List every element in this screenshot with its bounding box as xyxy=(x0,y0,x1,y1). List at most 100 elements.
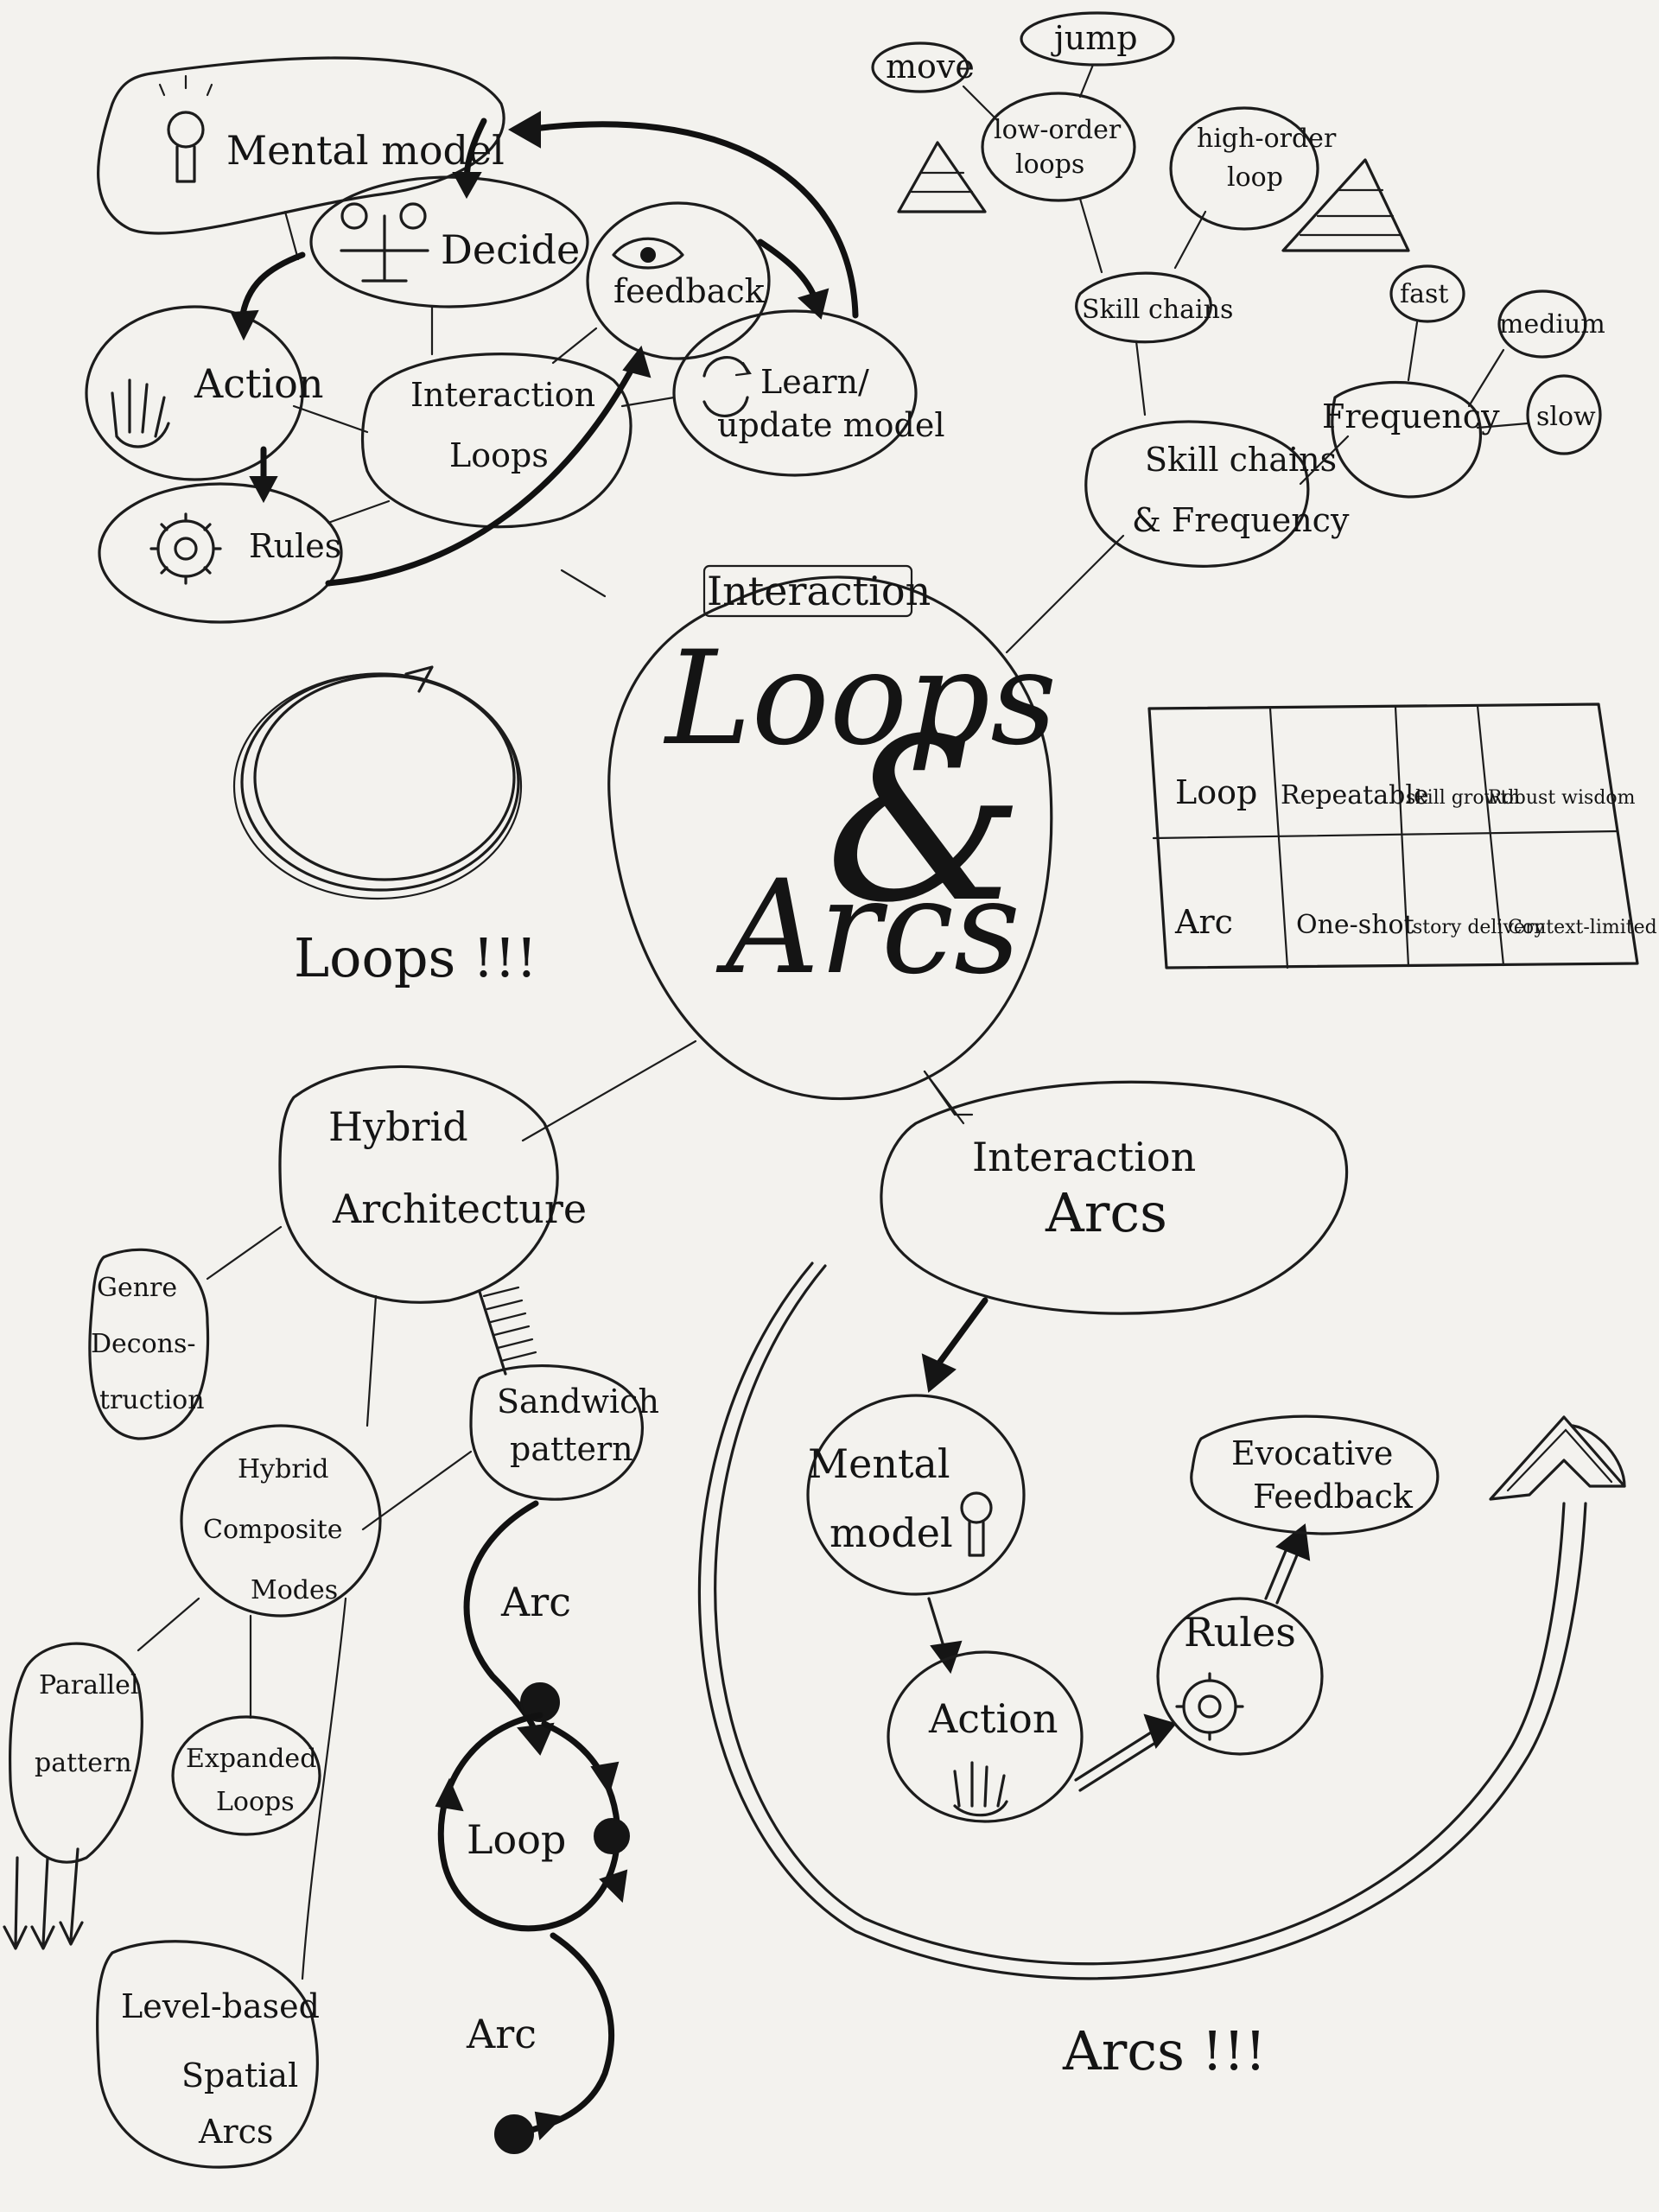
sandwich-label-1: Sandwich xyxy=(497,1382,659,1421)
evocative-label-1: Evocative xyxy=(1231,1434,1393,1472)
gear-icon xyxy=(149,512,222,585)
cell-repeatable: Repeatable xyxy=(1281,780,1429,810)
sandwich-arc-label-1: Arc xyxy=(500,1579,571,1625)
level-based-node xyxy=(96,1940,319,2169)
rules-node xyxy=(98,482,343,624)
evocative-label-2: Feedback xyxy=(1253,1478,1414,1516)
high-order-label-2: loop xyxy=(1227,162,1283,193)
interaction-loops-label-2: Loops xyxy=(449,436,549,474)
evocative-node xyxy=(1190,1414,1440,1535)
learn-label-1: Learn/ xyxy=(760,363,869,401)
parallel-label-2: pattern xyxy=(35,1748,132,1778)
hybrid-arch-label-2: Architecture xyxy=(332,1185,587,1232)
cell-loop: Loop xyxy=(1175,773,1257,811)
refresh-icon xyxy=(702,356,752,417)
pyramid-icon-large xyxy=(1281,158,1410,252)
table-outline xyxy=(1147,702,1639,969)
arc-mental-label-2: model xyxy=(830,1510,953,1556)
arrow-action-to-rules xyxy=(1074,1726,1164,1792)
learn-label-2: update model xyxy=(717,406,945,444)
center-label-interaction: Interaction xyxy=(707,568,931,614)
arcs-exclaim: Arcs !!! xyxy=(1062,2019,1266,2082)
composite-node xyxy=(180,1424,382,1618)
cell-context-limited: Context-limited knowledge xyxy=(1508,917,1659,938)
arc-action-node xyxy=(887,1650,1084,1823)
fast-node xyxy=(1389,264,1465,323)
genre-label-3: truction xyxy=(99,1385,205,1415)
loops-cluster: Mental model Decide feedback Action Inte… xyxy=(85,56,945,624)
comparison-table: Loop Repeatable skill growth Robust wisd… xyxy=(1147,702,1659,969)
arcs-cluster: Interaction Arcs Mental model Action Rul… xyxy=(697,1070,1626,2082)
feedback-node xyxy=(586,201,771,360)
level-label-1: Level-based xyxy=(121,1987,320,2025)
arrow-rules-to-feedback xyxy=(325,359,639,587)
high-order-node xyxy=(1169,106,1319,231)
skill-frequency-label-1: Skill chains xyxy=(1145,441,1337,479)
arc-rules-label: Rules xyxy=(1184,1609,1296,1656)
sandwich-node xyxy=(469,1363,645,1501)
feedback-label: feedback xyxy=(613,272,766,310)
mental-model-label: Mental model xyxy=(226,127,505,174)
sandwich-arc-label-2: Arc xyxy=(466,2011,537,2057)
level-label-3: Arcs xyxy=(198,2113,273,2151)
cell-arc: Arc xyxy=(1174,903,1233,941)
learn-update-node xyxy=(672,309,918,477)
hand-icon-arcs xyxy=(953,1761,1008,1817)
hybrid-architecture-node xyxy=(278,1065,559,1304)
lightbulb-icon-arcs xyxy=(960,1491,993,1557)
move-label: move xyxy=(886,48,975,86)
center-label-arcs: Arcs xyxy=(715,853,1020,1003)
arc-mental-label-1: Mental xyxy=(808,1440,950,1487)
slow-label: slow xyxy=(1536,402,1596,432)
frequency-node xyxy=(1331,380,1483,499)
interaction-loops-label-1: Interaction xyxy=(410,376,595,414)
slow-node xyxy=(1526,374,1602,455)
big-arc-arrow xyxy=(714,1264,1566,1966)
cell-skill-growth: skill growth xyxy=(1406,787,1520,809)
pyramid-icon-small xyxy=(897,141,987,213)
composite-label-1: Hybrid xyxy=(238,1454,328,1484)
move-node xyxy=(871,41,969,93)
sandwich-loop-label: Loop xyxy=(467,1816,566,1863)
fast-label: fast xyxy=(1400,279,1448,309)
arc-action-label: Action xyxy=(928,1695,1058,1742)
low-order-label-1: low-order xyxy=(994,115,1122,145)
skill-frequency-node xyxy=(1084,420,1310,568)
jump-node xyxy=(1020,11,1175,67)
high-order-label-1: high-order xyxy=(1197,124,1337,154)
low-order-label-2: loops xyxy=(1015,149,1084,180)
arc-mental-model-node xyxy=(806,1394,1026,1596)
hand-icon xyxy=(111,378,170,448)
sandwich-arc-top xyxy=(463,1500,539,1740)
hybrid-arch-label-1: Hybrid xyxy=(328,1103,468,1150)
composite-label-3: Modes xyxy=(251,1575,338,1605)
gear-icon-arcs xyxy=(1175,1672,1244,1741)
medium-node xyxy=(1497,289,1587,359)
parallel-node xyxy=(8,1642,143,1864)
arrow-arcs-to-mental xyxy=(934,1297,988,1369)
loop-doodle xyxy=(232,665,523,900)
skill-cluster: move jump low-order loops high-order loo… xyxy=(871,11,1605,568)
low-order-node xyxy=(981,92,1136,202)
skill-chains-label: Skill chains xyxy=(1082,295,1233,325)
interaction-box xyxy=(702,564,913,618)
medium-label: medium xyxy=(1499,309,1605,340)
jump-label: jump xyxy=(1051,19,1138,57)
rules-label: Rules xyxy=(249,527,341,565)
connector-center-loops xyxy=(560,569,607,598)
genre-label-2: Decons- xyxy=(91,1329,196,1359)
interaction-arcs-label-2: Arcs xyxy=(1045,1181,1167,1244)
level-label-2: Spatial xyxy=(181,2056,298,2094)
interaction-loops-node xyxy=(360,353,632,529)
scales-icon xyxy=(340,202,429,283)
interaction-arcs-node xyxy=(880,1080,1349,1315)
arrow-rules-to-evocative xyxy=(1264,1545,1300,1605)
center-label-loops: Loops xyxy=(663,624,1057,774)
expanded-label-1: Expanded xyxy=(186,1744,316,1774)
parallel-label-1: Parallel xyxy=(39,1670,139,1700)
eye-icon xyxy=(612,237,684,270)
expanded-label-2: Loops xyxy=(216,1787,295,1817)
cell-story-delivery: story delivery xyxy=(1413,917,1545,938)
arrow-learn-to-mental xyxy=(524,121,859,319)
